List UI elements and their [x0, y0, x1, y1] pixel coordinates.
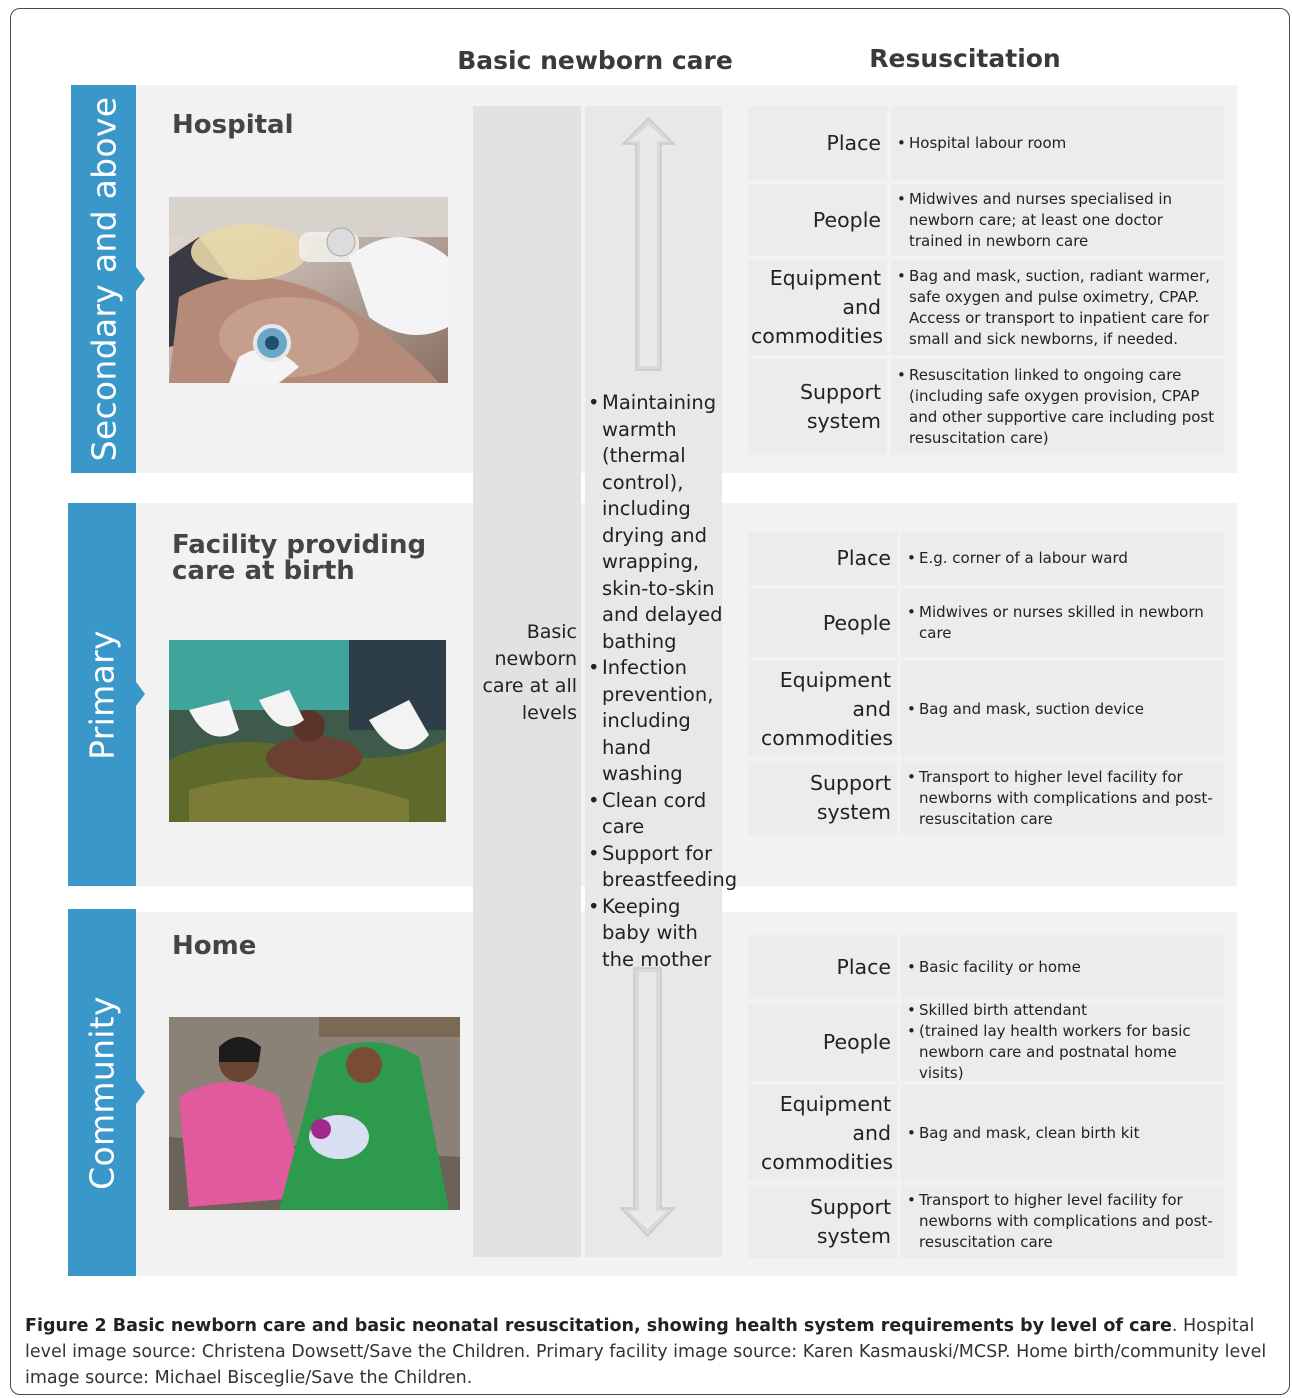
hospital-resuscitation-photo	[169, 197, 448, 383]
resus-desc-place: Hospital labour room	[891, 106, 1224, 180]
resus-desc-equipment: Bag and mask, suction device	[901, 661, 1224, 757]
bnc-items-list: Maintaining warmth (thermal control), in…	[588, 390, 737, 974]
resus-desc-support: Transport to higher level facility for n…	[901, 1185, 1224, 1258]
resus-label-place: Place	[748, 532, 897, 585]
resus-label-support: Support system	[748, 359, 887, 455]
figure-caption: Figure 2 Basic newborn care and basic ne…	[25, 1313, 1279, 1391]
resus-label-place: Place	[748, 106, 887, 180]
resus-desc-people: Midwives or nurses skilled in newborn ca…	[901, 589, 1224, 657]
caption-label: Figure 2 Basic newborn care and basic ne…	[25, 1316, 1172, 1336]
bnc-label-column	[473, 106, 581, 1257]
facility-title-primary: Facility providing care at birth	[172, 530, 427, 586]
bnc-item: Maintaining warmth (thermal control), in…	[588, 390, 728, 655]
resus-label-people: People	[748, 589, 897, 657]
resus-label-equipment: Equipment and commodities	[748, 260, 887, 355]
level-tab-label: Secondary and above	[84, 96, 123, 462]
resus-desc-support: Resuscitation linked to ongoing care (in…	[891, 359, 1224, 455]
bnc-item: Infection prevention, including hand was…	[588, 655, 728, 788]
column-header-resuscitation: Resuscitation	[869, 44, 1061, 73]
arrow-down-icon	[619, 967, 676, 1238]
level-tab-community: Community	[68, 909, 136, 1276]
resus-label-equipment: Equipment and commodities	[748, 1085, 897, 1181]
bnc-item: Support for breastfeeding	[588, 841, 737, 894]
resus-desc-support: Transport to higher level facility for n…	[901, 761, 1224, 835]
resus-desc-people: Midwives and nurses specialised in newbo…	[891, 184, 1224, 256]
primary-facility-photo	[169, 640, 446, 822]
arrow-up-icon	[621, 116, 676, 371]
caption-text: . Hospital level image source: Christena…	[25, 1316, 1267, 1388]
resus-label-support: Support system	[748, 1185, 897, 1258]
level-tab-notch	[136, 1080, 145, 1104]
facility-title-hospital: Hospital	[172, 110, 294, 140]
level-tab-notch	[136, 682, 145, 706]
level-tab-label: Primary	[82, 629, 122, 760]
resus-label-people: People	[748, 1003, 897, 1081]
facility-title-home: Home	[172, 931, 257, 961]
bnc-item: Clean cord care	[588, 788, 728, 841]
resus-desc-place: Basic facility or home	[901, 935, 1224, 999]
resus-desc-place: E.g. corner of a labour ward	[901, 532, 1224, 585]
level-tab-notch	[136, 267, 145, 291]
resus-desc-equipment: Bag and mask, suction, radiant warmer, s…	[891, 260, 1224, 355]
level-tab-secondary: Secondary and above	[71, 85, 136, 473]
figure-frame	[10, 8, 1290, 1395]
level-tab-label: Community	[82, 995, 122, 1190]
resus-label-support: Support system	[748, 761, 897, 835]
column-header-basic-newborn-care: Basic newborn care	[457, 46, 733, 75]
resus-desc-equipment: Bag and mask, clean birth kit	[901, 1085, 1224, 1181]
bnc-item: Keeping baby with the mother	[588, 894, 728, 974]
home-birth-photo	[169, 1017, 460, 1210]
resus-label-people: People	[748, 184, 887, 256]
bnc-label: Basic newborn care at all levels	[482, 621, 577, 724]
resus-desc-people: Skilled birth attendant(trained lay heal…	[901, 1000, 1224, 1082]
resus-label-equipment: Equipment and commodities	[748, 661, 897, 757]
resus-label-place: Place	[748, 935, 897, 999]
level-tab-primary: Primary	[68, 503, 136, 886]
